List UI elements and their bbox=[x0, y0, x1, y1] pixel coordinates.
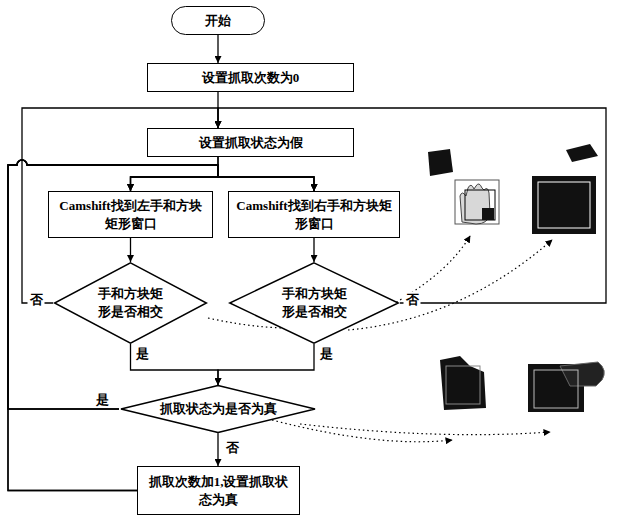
node-text: 手和方块矩形是否相交 bbox=[95, 285, 167, 321]
process-box: 设置抓取次数为0 bbox=[147, 63, 354, 92]
flow-connector bbox=[217, 35, 218, 63]
node-text: 抓取次数加1,设置抓取状态为真 bbox=[144, 473, 293, 509]
node-text: 设置抓取次数为0 bbox=[202, 69, 300, 87]
flow-connector bbox=[218, 344, 314, 385]
flow-connector bbox=[313, 238, 314, 262]
branch-label: 否 bbox=[404, 292, 421, 307]
flow-connector bbox=[131, 157, 219, 191]
decision-diamond: 抓取状态为是否为真 bbox=[119, 385, 317, 433]
diamond-outline bbox=[228, 262, 400, 344]
flow-connector bbox=[8, 160, 218, 491]
node-text: 开始 bbox=[205, 12, 231, 30]
flow-connector bbox=[218, 157, 314, 191]
node-text: Camshift找到右手和方块矩形窗口 bbox=[235, 197, 393, 233]
branch-label: 是 bbox=[318, 346, 335, 361]
diamond-outline bbox=[53, 262, 208, 344]
branch-label: 否 bbox=[28, 292, 45, 307]
flow-connector bbox=[130, 238, 131, 262]
start-terminal: 开始 bbox=[171, 6, 265, 35]
block-thumbnail bbox=[532, 144, 598, 234]
grab-thumbnail bbox=[440, 356, 486, 410]
flow-connector bbox=[131, 344, 219, 385]
flow-connector bbox=[217, 433, 218, 466]
node-text: 设置抓取状态为假 bbox=[199, 134, 303, 152]
process-box: Camshift找到右手和方块矩形窗口 bbox=[228, 191, 400, 238]
node-text: 抓取状态为是否为真 bbox=[143, 400, 293, 418]
branch-label: 是 bbox=[134, 346, 151, 361]
decision-diamond: 手和方块矩形是否相交 bbox=[228, 262, 400, 344]
decision-diamond: 手和方块矩形是否相交 bbox=[53, 262, 208, 344]
process-box: Camshift找到左手和方块矩形窗口 bbox=[48, 191, 213, 238]
grab-thumbnail bbox=[528, 362, 604, 412]
process-box: 设置抓取状态为假 bbox=[147, 128, 354, 157]
process-box: 抓取次数加1,设置抓取状态为真 bbox=[137, 466, 300, 515]
branch-label: 否 bbox=[224, 440, 241, 455]
hand-thumbnail bbox=[428, 149, 499, 224]
branch-label: 是 bbox=[94, 392, 111, 407]
node-text: 手和方块矩形是否相交 bbox=[278, 285, 350, 321]
node-text: Camshift找到左手和方块矩形窗口 bbox=[55, 197, 206, 233]
flow-connector bbox=[8, 160, 218, 409]
